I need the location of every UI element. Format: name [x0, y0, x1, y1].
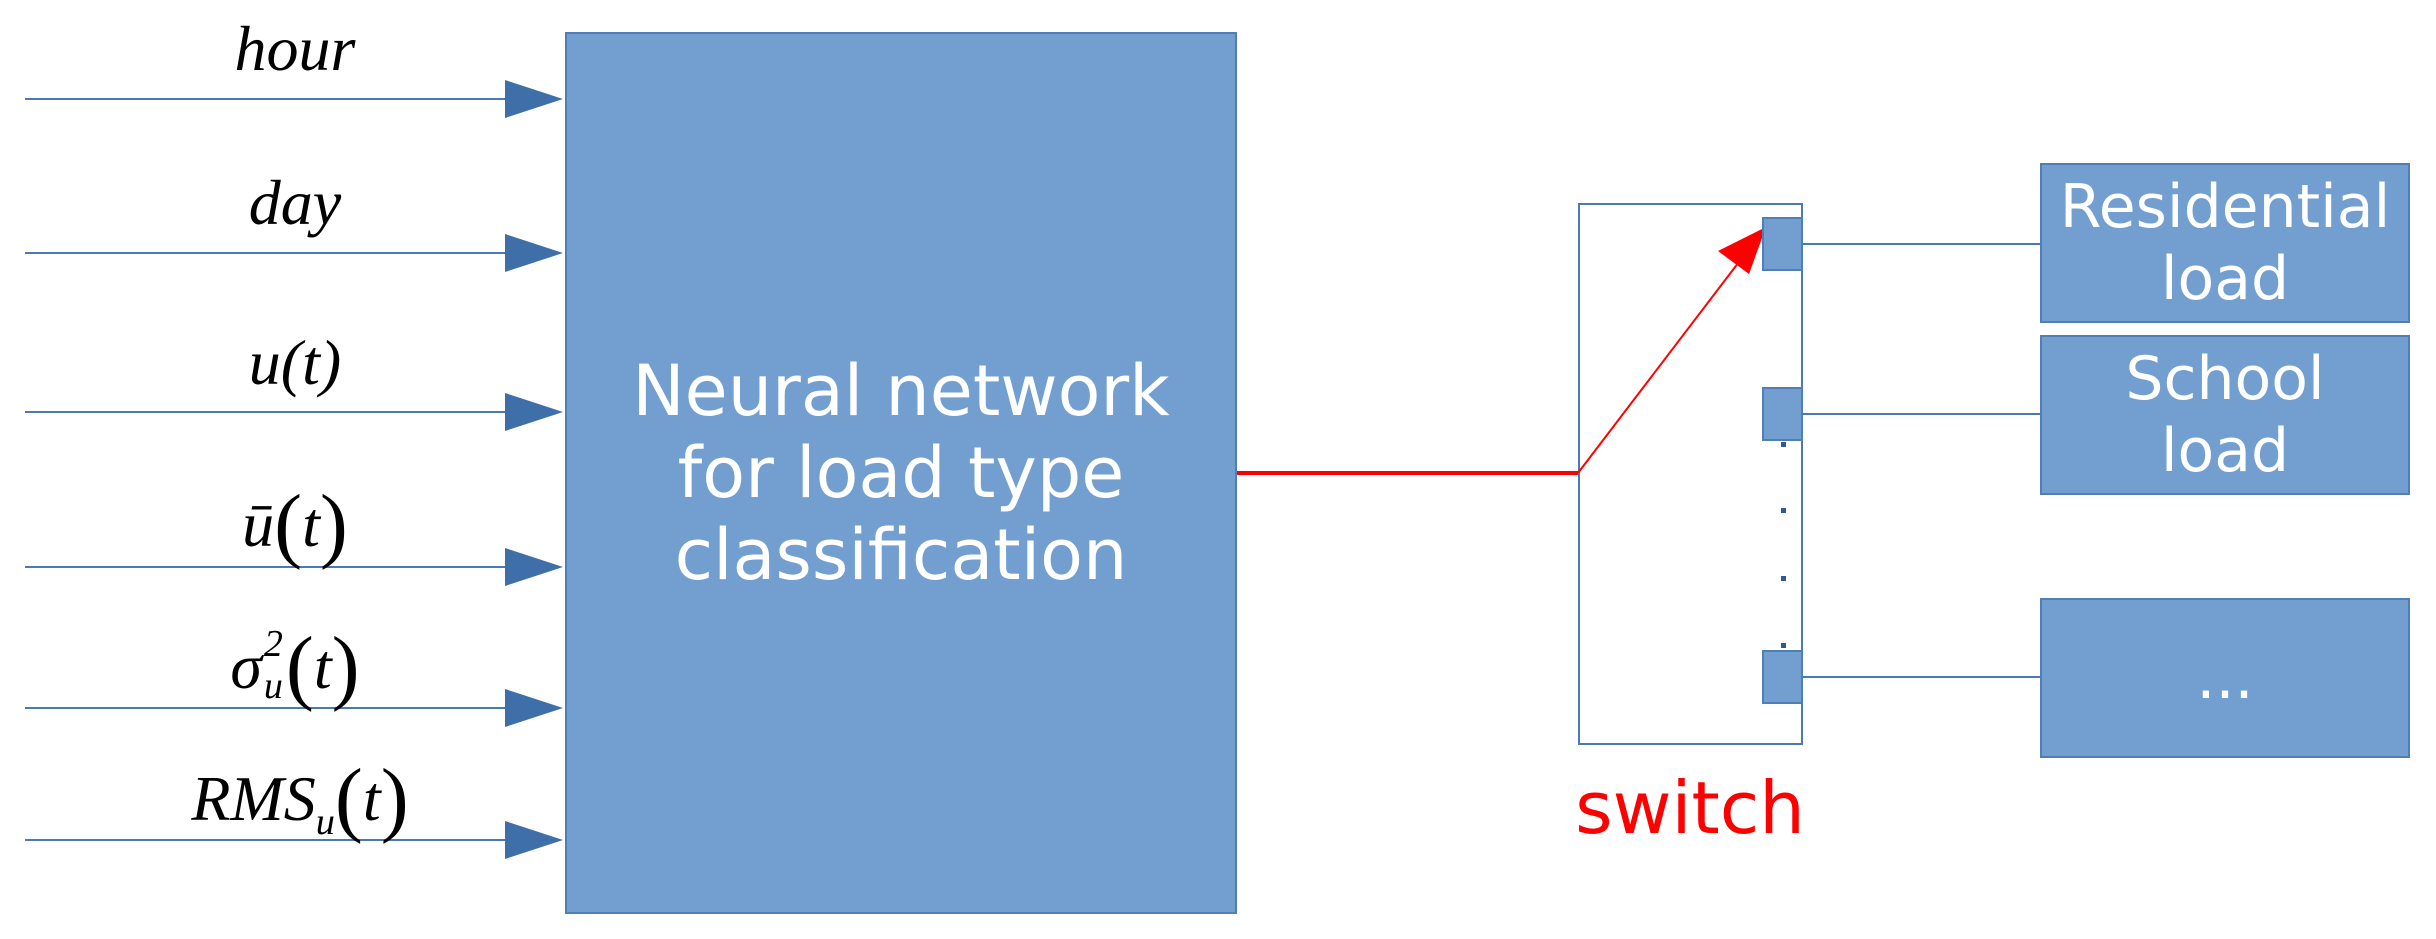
switch-contact-2: [1762, 387, 1803, 441]
switch-ellipsis-dots: [1781, 442, 1786, 648]
input-label-ubar: ū(t): [242, 478, 348, 571]
output-label-other: ...: [2196, 643, 2254, 713]
ubar-t: t: [302, 489, 320, 560]
output-label-residential: Residential load: [2059, 172, 2391, 314]
input-arrowhead-u: [505, 393, 563, 431]
input-label-u: u(t): [248, 327, 342, 398]
output-label-school: School load: [2125, 344, 2325, 486]
input-arrowhead-sigma: [505, 689, 563, 727]
neural-network-label: Neural network for load type classificat…: [632, 350, 1170, 596]
output-box-residential: Residential load: [2040, 163, 2410, 323]
input-arrowhead-ubar: [505, 548, 563, 586]
ubar-symbol: ū: [242, 489, 275, 560]
input-arrowhead-hour: [505, 80, 563, 118]
input-label-hour: hour: [234, 13, 356, 84]
input-arrowhead-day: [505, 234, 563, 272]
rms-symbol: RMS: [191, 763, 316, 834]
input-label-rms: RMSu(t): [191, 752, 409, 845]
switch-lever-arrowhead: [1718, 227, 1766, 274]
input-arrowhead-rms: [505, 821, 563, 859]
sigma-superscript: 2: [263, 623, 283, 665]
output-box-other: ...: [2040, 598, 2410, 758]
rms-t: t: [362, 763, 381, 834]
output-box-school: School load: [2040, 335, 2410, 495]
switch-frame: [1578, 203, 1803, 745]
input-label-day: day: [248, 167, 342, 238]
switch-label: switch: [1575, 766, 1805, 850]
neural-network-box: Neural network for load type classificat…: [565, 32, 1237, 914]
sigma-subscript: u: [263, 665, 283, 707]
input-arrows: [25, 80, 563, 859]
switch-contact-1: [1762, 217, 1803, 271]
switch-contact-3: [1762, 650, 1803, 704]
switch-lever: [1577, 253, 1746, 474]
rms-subscript: u: [315, 800, 335, 843]
sigma-t: t: [313, 631, 332, 702]
sigma-symbol: σ: [230, 631, 262, 702]
